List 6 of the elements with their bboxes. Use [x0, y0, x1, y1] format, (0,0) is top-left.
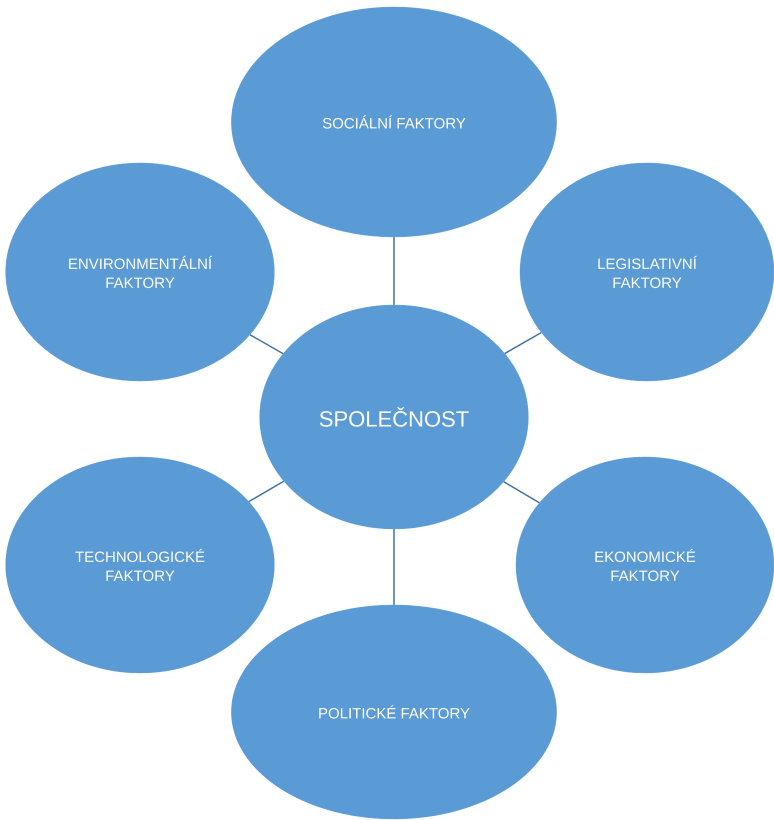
connector-line — [393, 529, 395, 605]
connector-line — [250, 334, 284, 354]
connector-line — [248, 480, 284, 502]
connector-line — [504, 332, 542, 354]
connector-line — [393, 237, 395, 305]
connector-line — [503, 481, 540, 504]
